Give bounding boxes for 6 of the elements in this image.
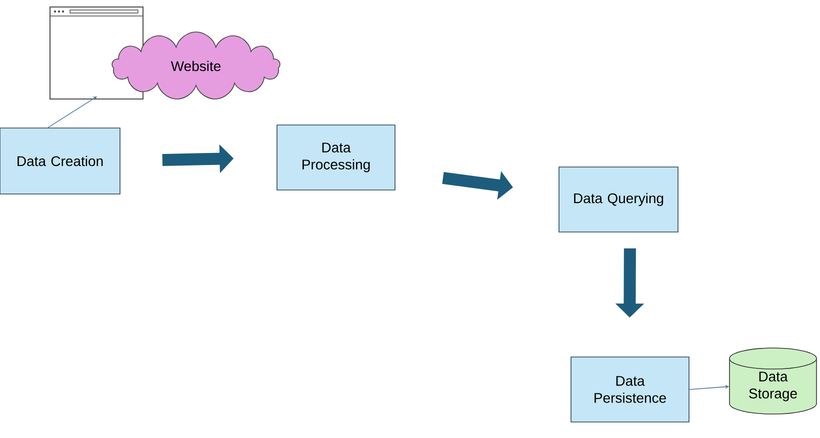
process-box: Data Creation [0, 128, 120, 194]
arrow [48, 96, 97, 128]
process-box: Data Querying [558, 166, 678, 232]
process-box: Data Processing [276, 124, 396, 190]
database-cylinder: Data Storage [729, 348, 817, 414]
process-box: Data Persistence [570, 356, 690, 422]
